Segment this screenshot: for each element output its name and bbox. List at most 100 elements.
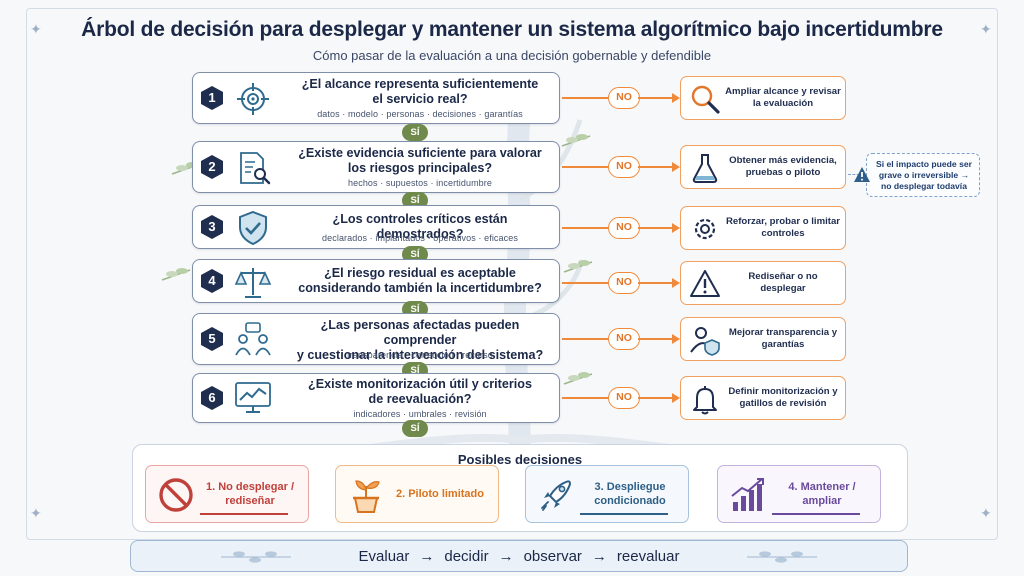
no-connector [562, 97, 608, 99]
arrow-right-icon: → [591, 547, 607, 565]
no-connector [638, 282, 674, 284]
yes-badge: SÍ [402, 420, 428, 437]
process-flow-bar: Evaluar → decidir → observar → reevaluar [130, 540, 908, 572]
leaf-ornament-icon [221, 551, 291, 563]
leaf-sprig-icon [563, 260, 593, 273]
flow-step-evaluar: Evaluar [358, 547, 410, 565]
no-connector [562, 282, 608, 284]
people-dialogue-icon [235, 322, 271, 356]
seedling-pot-icon [353, 480, 380, 513]
question-text: ¿El alcance representa suficientemente e… [301, 77, 539, 106]
no-connector [638, 397, 674, 399]
action-text: Reforzar, probar o limitar controles [725, 215, 841, 240]
no-badge: NO [608, 387, 640, 409]
question-text: ¿Existe monitorización útil y criterios … [308, 377, 532, 406]
leaf-ornament-icon [747, 551, 817, 563]
arrow-right-icon [672, 334, 680, 344]
prohibited-icon [159, 478, 193, 512]
decision-card-2: 2. Piloto limitado [335, 465, 499, 523]
action-text: Ampliar alcance y revisar la evaluación [725, 85, 841, 110]
no-connector [638, 338, 674, 340]
no-badge: NO [608, 328, 640, 350]
action-text: Rediseñar o no desplegar [748, 270, 818, 295]
warning-icon [690, 270, 720, 297]
action-box-1: Ampliar alcance y revisar la evaluación [680, 76, 846, 120]
magnifier-icon [691, 85, 720, 114]
question-box-6: 6 ¿Existe monitorización útil y criterio… [192, 373, 560, 423]
decision-card-1: 1. No desplegar /rediseñar [145, 465, 309, 523]
no-connector [562, 397, 608, 399]
no-connector [562, 227, 608, 229]
gear-icon [694, 218, 716, 240]
bell-icon [693, 386, 717, 415]
balance-scale-icon [234, 268, 272, 298]
corner-star-icon: ✦ [30, 21, 42, 37]
question-text: ¿El riesgo residual es aceptable conside… [298, 266, 542, 295]
flask-icon [692, 154, 718, 183]
question-tags: hechos · supuestos · incertidumbre [348, 178, 492, 188]
decision-text: 1. No desplegar /rediseñar [205, 481, 295, 507]
question-box-5: 5 ¿Las personas afectadas pueden compren… [192, 313, 560, 365]
yes-badge: SÍ [402, 192, 428, 209]
note-connector [848, 174, 864, 175]
arrow-right-icon [672, 93, 680, 103]
action-box-3: Reforzar, probar o limitar controles [680, 206, 846, 250]
yes-badge: SÍ [402, 246, 428, 263]
question-tags: indicadores · umbrales · revisión [353, 409, 487, 419]
target-icon [237, 83, 269, 115]
action-box-6: Definir monitorización y gatillos de rev… [680, 376, 846, 420]
question-box-3: 3 ¿Los controles críticos están demostra… [192, 205, 560, 249]
action-box-5: Mejorar transparencia y garantías [680, 317, 846, 361]
flow-step-reevaluar: reevaluar [616, 547, 680, 565]
question-text: ¿Las personas afectadas pueden comprende… [296, 318, 544, 362]
step-number-badge: 6 [201, 386, 223, 410]
flow-step-observar: observar [523, 547, 582, 565]
arrow-right-icon [672, 393, 680, 403]
possible-decisions-panel: Posibles decisiones 1. No desplegar /red… [132, 444, 908, 532]
no-connector [638, 227, 674, 229]
warning-note: Si el impacto puede ser grave o irrevers… [854, 153, 980, 197]
action-box-2: Obtener más evidencia, pruebas o piloto [680, 145, 846, 189]
arrow-right-icon [672, 162, 680, 172]
rocket-icon [541, 480, 572, 511]
decision-underline [772, 513, 860, 515]
question-tags: datos · modelo · personas · decisiones ·… [317, 109, 523, 119]
leaf-sprig-icon [561, 134, 591, 147]
question-box-2: 2 ¿Existe evidencia suficiente para valo… [192, 141, 560, 193]
page-subtitle: Cómo pasar de la evaluación a una decisi… [312, 48, 712, 63]
arrow-right-icon: → [498, 547, 514, 565]
decision-card-4: 4. Mantener /ampliar [717, 465, 881, 523]
no-badge: NO [608, 87, 640, 109]
question-tags: declarados · implantados · operativos · … [322, 233, 518, 243]
monitor-chart-icon [235, 382, 271, 413]
action-box-4: Rediseñar o no desplegar [680, 261, 846, 305]
question-text: ¿Los controles críticos están demostrado… [332, 212, 508, 241]
no-badge: NO [608, 217, 640, 239]
no-badge: NO [608, 272, 640, 294]
decision-underline [200, 513, 288, 515]
note-text: Si el impacto puede ser grave o irrevers… [876, 159, 972, 191]
arrow-right-icon [672, 278, 680, 288]
action-text: Mejorar transparencia y garantías [728, 326, 838, 351]
question-text: ¿Existe evidencia suficiente para valora… [298, 146, 542, 175]
corner-star-icon: ✦ [980, 21, 992, 37]
leaf-sprig-icon [161, 268, 191, 281]
leaf-sprig-icon [563, 372, 593, 385]
action-text: Definir monitorización y gatillos de rev… [728, 385, 838, 410]
no-connector [638, 166, 674, 168]
step-number-badge: 5 [201, 327, 223, 351]
arrow-right-icon: → [419, 547, 435, 565]
question-box-1: 1 ¿El alcance representa suficientemente… [192, 72, 560, 124]
question-tags: transparencia · corrección · recurso [347, 350, 493, 360]
growth-chart-icon [731, 478, 764, 511]
corner-star-icon: ✦ [30, 505, 42, 521]
step-number-badge: 3 [201, 215, 223, 239]
person-shield-icon [690, 327, 720, 356]
warning-icon [854, 167, 870, 182]
step-number-badge: 4 [201, 269, 223, 293]
decision-text: 2. Piloto limitado [395, 488, 484, 500]
step-number-badge: 2 [201, 155, 223, 179]
question-box-4: 4 ¿El riesgo residual es aceptable consi… [192, 259, 560, 303]
